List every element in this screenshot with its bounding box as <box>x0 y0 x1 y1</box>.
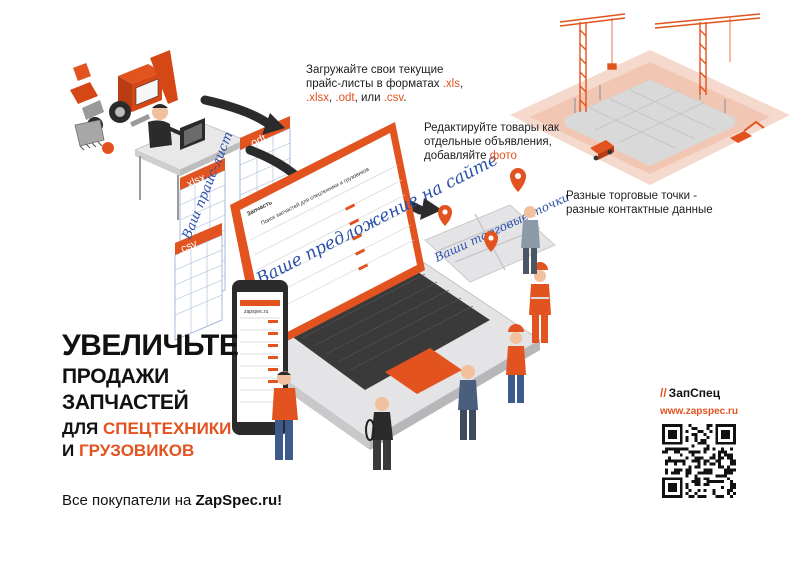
callout-text: прайс-листы в форматах <box>306 77 443 90</box>
worker-vest <box>529 262 551 343</box>
arrow-head <box>420 198 442 220</box>
callout-outlets-line2: разные контактные данные <box>566 203 713 216</box>
callout-edit-line1: Редактируйте товары как <box>424 122 559 134</box>
office-desk <box>134 104 247 220</box>
brand-url[interactable]: www.zapspec.ru <box>660 406 738 417</box>
format-odt: .odt <box>335 91 355 104</box>
worker-grey <box>521 206 540 274</box>
callout-text: . <box>403 91 407 104</box>
hero-line-5: и грузовиков <box>62 442 352 460</box>
construction-site <box>510 50 790 185</box>
arrow-head <box>262 113 285 135</box>
hero-line-3: запчастей <box>62 390 189 414</box>
hero-highlight: грузовиков <box>78 441 195 461</box>
worker-blue <box>458 365 478 440</box>
photo-highlight: фото <box>489 149 517 162</box>
map-pin-icon <box>510 168 526 192</box>
hero-line-1: Увеличьте <box>62 329 239 362</box>
format-xls: .xls <box>442 77 460 90</box>
callout-text: , или <box>354 91 384 104</box>
callout-upload-line2: прайс-листы в форматах .xls, <box>306 78 496 92</box>
map-pin-icon <box>438 205 452 226</box>
crane-icon <box>559 13 626 112</box>
callout-upload-line1: Загружайте свои текущие <box>306 64 444 76</box>
format-xlsx: .xlsx <box>306 91 329 104</box>
callout-edit: Редактируйте товары как отдельные объявл… <box>424 122 614 163</box>
hero-highlight: спецтехники <box>102 418 232 438</box>
brand-name: ЗапСпец <box>668 386 721 400</box>
worker-hardhat <box>506 324 526 403</box>
brand-mark: // <box>660 386 667 400</box>
worker-welder <box>365 397 393 470</box>
brand-logo: //ЗапСпец <box>660 386 720 400</box>
worker-phone <box>272 371 298 460</box>
callout-edit-line2: отдельные объявления, <box>424 135 552 148</box>
spreadsheet-csv <box>174 223 223 341</box>
machinery-parts <box>70 50 178 154</box>
phone-url: zapspec.ru <box>244 309 269 315</box>
crane-icon <box>654 13 761 95</box>
hero-text: и <box>62 441 79 461</box>
map-pin-icon <box>484 231 498 252</box>
buyers-line: Все покупатели на ZapSpec.ru! <box>62 492 282 509</box>
buyers-site: ZapSpec.ru! <box>195 492 283 509</box>
hero-headline: Увеличьте продажи запчастей для спецтехн… <box>62 330 352 460</box>
excavator-icon <box>730 120 765 143</box>
screen-price-cells <box>345 203 369 271</box>
laptop-trackpad <box>385 348 462 394</box>
callout-text: , <box>459 77 464 90</box>
hero-line-2: продажи <box>62 364 169 388</box>
callout-upload: Загружайте свои текущие прайс-листы в фо… <box>306 64 496 105</box>
qr-code-icon[interactable] <box>662 424 736 498</box>
format-csv: .csv <box>383 91 404 104</box>
callout-edit-line3: добавляйте фото <box>424 150 614 164</box>
callout-outlets: Разные торговые точки - разные контактны… <box>566 190 766 218</box>
callout-text: , <box>329 91 336 104</box>
hero-line-4: для спецтехники <box>62 418 352 438</box>
callout-outlets-line1: Разные торговые точки - <box>566 190 698 202</box>
hero-text: для <box>62 418 103 438</box>
callout-upload-line3: .xlsx, .odt, или .csv. <box>306 92 496 106</box>
buyers-text: Все покупатели на <box>62 492 196 509</box>
dump-truck <box>590 140 614 161</box>
callout-text: добавляйте <box>424 149 490 162</box>
